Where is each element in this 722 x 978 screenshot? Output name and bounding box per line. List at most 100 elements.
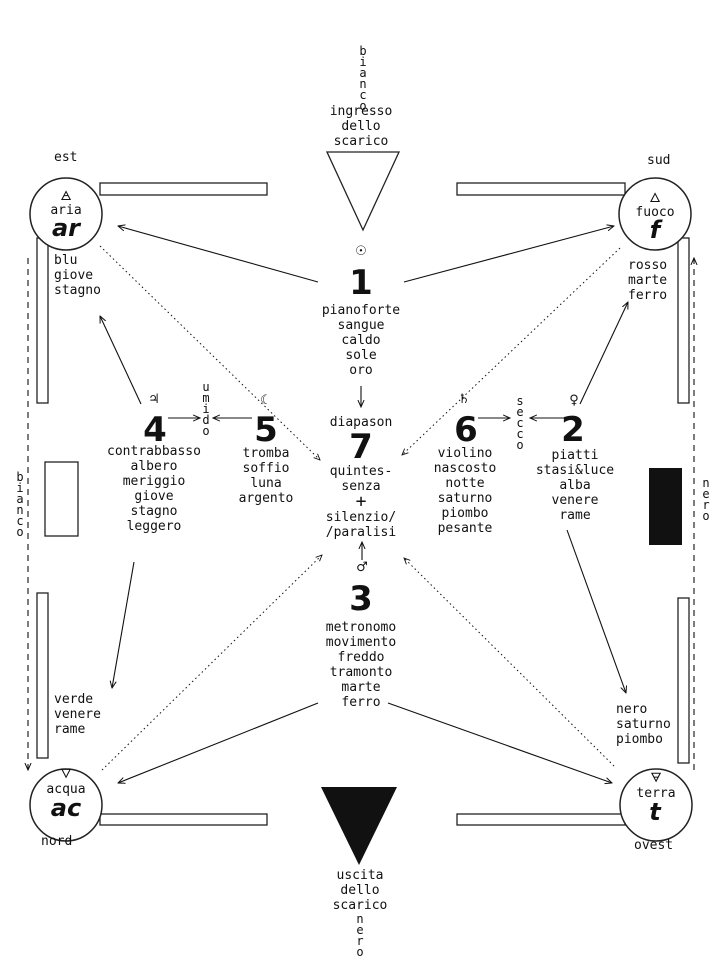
black-rectangle (649, 468, 682, 545)
node-4-line: leggero (126, 519, 182, 534)
node-2-line: stasi&luce (535, 463, 615, 478)
air-name: aria (50, 203, 82, 218)
water-symbol-icon: 🜄 (60, 767, 72, 782)
water-list: verde venere rame (54, 692, 101, 737)
earth-name: terra (636, 786, 676, 801)
node-3-list: metronomo movimento freddo tramonto mart… (301, 620, 421, 710)
arrow-4-to-air (100, 316, 142, 405)
white-rectangle (44, 461, 79, 537)
direction-sud: sud (647, 153, 671, 168)
entry-triangle (325, 151, 401, 232)
exit-line: uscita (336, 868, 384, 883)
earth-list-item: nero (616, 702, 648, 717)
direction-ovest: ovest (634, 838, 674, 853)
air-abbr: ar (51, 214, 81, 242)
air-list-item: blu (54, 253, 78, 268)
node-4-line: stagno (130, 504, 178, 519)
water-name: acqua (46, 782, 86, 797)
node-7-line: senza (341, 479, 381, 494)
fire-list-item: marte (628, 273, 668, 288)
dotted-arrows (99, 245, 621, 771)
frame-bar-right-upper (677, 237, 690, 404)
solid-arrows (100, 226, 628, 783)
exit-line: dello (340, 883, 380, 898)
entry-line: dello (341, 119, 381, 134)
water-list-item: verde (54, 692, 94, 707)
dotted-fire-to-7 (402, 247, 621, 455)
frame-bar-top-left (99, 182, 268, 196)
node-3-line: ferro (341, 695, 381, 710)
water-circle (29, 768, 103, 842)
air-list-item: giove (54, 268, 94, 283)
arrow-2-to-fire (579, 302, 628, 405)
node-3-line: tramonto (329, 665, 393, 680)
node-4-line: contrabbasso (107, 444, 201, 459)
node-7-line: quintes- (329, 464, 393, 479)
node-5-line: luna (250, 476, 282, 491)
venus-icon: ♀ (569, 393, 579, 408)
arrow-1-to-fire (403, 226, 614, 283)
node-1-number: 1 (349, 263, 373, 303)
frame-bar-top-right (456, 182, 626, 196)
node-6-line: saturno (437, 491, 493, 506)
node-6-line: pesante (437, 521, 493, 536)
fire-abbr: f (649, 216, 661, 244)
air-symbol-icon: 🜁 (60, 189, 72, 204)
exit-vertical-label: nero (356, 912, 364, 959)
fire-list-item: ferro (628, 288, 668, 303)
entry-vertical-label: bianco (359, 44, 367, 113)
secco-vertical-label: secco (516, 394, 524, 452)
node-2-list: piatti stasi&luce alba venere rame (528, 448, 622, 523)
node-7-line: /paralisi (325, 525, 397, 540)
fire-name: fuoco (635, 205, 675, 220)
entry-line: scarico (333, 134, 389, 149)
node-2-line: piatti (551, 448, 599, 463)
node-1-line: oro (349, 363, 373, 378)
fire-circle (618, 177, 692, 251)
node-6-number: 6 (454, 410, 478, 450)
air-list: blu giove stagno (54, 253, 101, 298)
node-4-line: meriggio (122, 474, 186, 489)
node-1-line: sole (345, 348, 377, 363)
water-abbr: ac (50, 794, 82, 822)
node-2-number: 2 (561, 410, 585, 450)
earth-circle (619, 768, 693, 842)
direction-est: est (54, 150, 78, 165)
exit-line: scarico (332, 898, 388, 913)
arrow-3-to-water (118, 702, 319, 783)
jupiter-icon: ♃ (148, 392, 160, 407)
node-5-line: tromba (242, 446, 290, 461)
side-right-vertical-label: nero (702, 476, 710, 523)
earth-abbr: t (649, 798, 661, 826)
node-7-line: + (355, 491, 367, 512)
node-3-line: movimento (325, 635, 397, 650)
node-5-number: 5 (254, 410, 278, 450)
node-4-line: albero (130, 459, 178, 474)
direction-nord: nord (41, 834, 73, 849)
node-5-line: argento (238, 491, 294, 506)
frame-bars (36, 182, 690, 826)
node-6-line: nascosto (433, 461, 497, 476)
node-6-line: notte (445, 476, 485, 491)
air-circle (29, 177, 103, 251)
exit-triangle (321, 787, 397, 865)
air-list-item: stagno (54, 283, 101, 298)
node-2-line: venere (551, 493, 599, 508)
umido-vertical-label: umido (202, 380, 210, 438)
node-3-line: freddo (337, 650, 385, 665)
fire-symbol-icon: 🜂 (649, 191, 661, 206)
node-6-line: violino (437, 446, 493, 461)
earth-symbol-icon: 🜃 (650, 771, 662, 786)
dotted-earth-to-7 (404, 558, 615, 767)
node-5-list: tromba soffio luna argento (226, 446, 306, 506)
node-2-line: rame (559, 508, 591, 523)
node-1-line: sangue (337, 318, 385, 333)
entry-label: ingresso dello scarico (316, 104, 406, 149)
arrow-4-to-water (112, 561, 135, 688)
node-1-line: pianoforte (321, 303, 401, 318)
moon-icon: ☾ (260, 393, 272, 408)
dotted-water-to-7 (101, 555, 322, 771)
node-4-line: giove (134, 489, 174, 504)
water-list-item: rame (54, 722, 86, 737)
